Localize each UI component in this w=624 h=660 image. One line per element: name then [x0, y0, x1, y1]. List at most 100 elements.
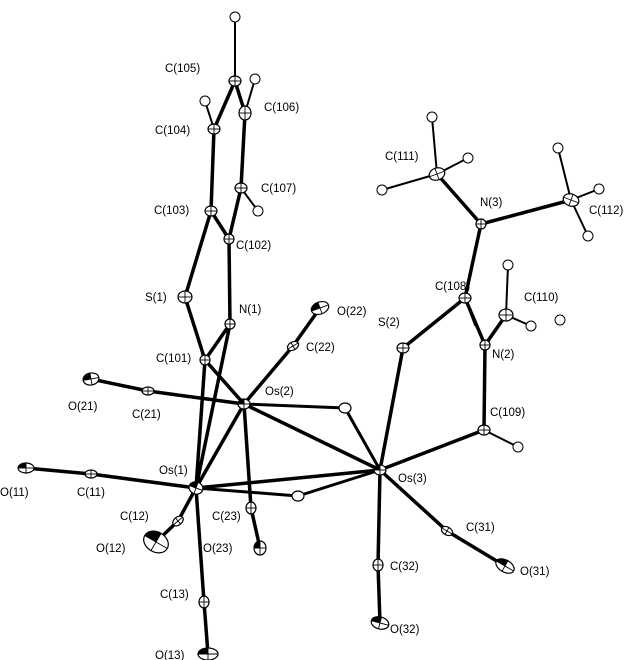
label-c12: C(12) — [120, 511, 149, 523]
bond-os2-c23 — [242, 402, 253, 510]
bond-os2-c21 — [146, 389, 246, 406]
bond-os3-s2 — [378, 346, 405, 472]
atom-c23 — [245, 501, 257, 515]
label-c21: C(21) — [132, 409, 161, 421]
label-c110: C(110) — [524, 292, 558, 304]
atom-o23 — [253, 540, 267, 556]
label-o12: O(12) — [96, 543, 126, 555]
hydrogen-atom — [376, 184, 388, 196]
bond-n1-c102 — [227, 237, 232, 326]
label-c106: C(106) — [264, 102, 299, 114]
atom-o31 — [495, 558, 515, 574]
bond-n3-c111 — [435, 172, 483, 226]
hydrogen-atom — [512, 441, 524, 453]
hydrogen-atom — [249, 73, 261, 85]
label-c112: C(112) — [589, 205, 623, 217]
hydrogen-atom — [593, 183, 605, 195]
bond-c21-o21 — [89, 377, 150, 393]
label-o22: O(22) — [337, 306, 367, 318]
hydrogen-atom — [582, 230, 594, 242]
label-c108: C(108) — [435, 281, 470, 293]
bond-c102-c107 — [227, 186, 243, 241]
atom-o22 — [310, 300, 330, 316]
bond-s1-c103 — [183, 209, 213, 299]
label-c104: C(104) — [155, 125, 190, 137]
hydrogen-atom — [525, 320, 537, 332]
hydrogen-atom — [199, 95, 211, 107]
hydrogen-atom — [252, 205, 264, 217]
bond-c32-o32 — [376, 563, 382, 625]
label-o23: O(23) — [203, 543, 233, 555]
atom-c106 — [238, 105, 252, 121]
bond-c31-o31 — [445, 529, 507, 568]
atom-s2 — [396, 342, 410, 354]
bond-os1-os2 — [194, 402, 246, 490]
bond-os3-c109 — [378, 428, 486, 472]
atom-os2 — [237, 398, 251, 410]
atom-c105 — [228, 75, 242, 87]
hydrogen-atom — [552, 142, 564, 154]
bond-os2-c22 — [242, 344, 295, 406]
atom-s1 — [177, 290, 193, 304]
atom-o32 — [370, 616, 390, 630]
atom-os3 — [373, 464, 387, 476]
atom-c111 — [428, 167, 446, 181]
label-os3: Os(3) — [398, 473, 427, 485]
label-c107: C(107) — [261, 183, 296, 195]
atom-c112 — [562, 193, 580, 207]
bond-n2-c109 — [482, 343, 487, 432]
label-c13: C(13) — [160, 589, 189, 601]
atom-c12 — [172, 515, 184, 527]
label-c102: C(102) — [236, 240, 271, 252]
label-n3: N(3) — [480, 197, 503, 209]
bond-c108-n2 — [463, 296, 487, 347]
bond-h2-os3 — [296, 468, 382, 498]
bond-os1-h2 — [194, 486, 300, 498]
atom-n3 — [475, 218, 487, 230]
atom-c32 — [372, 558, 384, 572]
bond-os2-c101 — [203, 358, 246, 406]
label-o32: O(32) — [390, 624, 420, 636]
hydrogen-atom — [554, 314, 566, 326]
atom-n2 — [479, 339, 491, 351]
atom-c110 — [498, 308, 514, 322]
label-s2: S(2) — [378, 317, 400, 329]
bond-os2-h1 — [242, 402, 347, 410]
bond-c13-o13 — [202, 600, 210, 656]
bond-c11-o11 — [24, 466, 93, 476]
label-c105: C(105) — [165, 63, 200, 75]
bond-os1-c101 — [194, 358, 207, 490]
bond-s2-c108 — [401, 296, 467, 350]
label-c101: C(101) — [156, 353, 191, 365]
label-c111: C(111) — [385, 151, 419, 163]
bond-c104-c105 — [212, 79, 237, 131]
hydrogen-bond — [381, 173, 438, 191]
bond-n3-c112 — [479, 198, 573, 226]
hydrogen-bond — [557, 147, 572, 201]
atom-o11 — [17, 462, 35, 474]
atom-c22 — [286, 340, 300, 352]
label-c32: C(32) — [390, 561, 419, 573]
bond-h1-os3 — [343, 406, 382, 472]
atom-h1 — [338, 402, 352, 414]
bond-os1-c13 — [194, 486, 206, 604]
hydrogen-atom — [502, 259, 514, 271]
hydrogen-atom — [229, 11, 241, 23]
bond-os1-c11 — [89, 472, 198, 490]
atom-o21 — [82, 372, 100, 386]
atom-c11 — [84, 469, 98, 479]
atom-c102 — [223, 233, 235, 245]
label-c23: C(23) — [212, 511, 241, 523]
atom-c31 — [440, 525, 454, 537]
atom-os1 — [188, 481, 204, 495]
atom-c21 — [141, 386, 155, 396]
atom-n1 — [224, 318, 236, 330]
hydrogen-layer — [199, 11, 605, 453]
atom-c108 — [458, 292, 472, 304]
bond-os3-c32 — [376, 468, 382, 567]
atom-c101 — [199, 354, 211, 366]
atom-layer — [17, 75, 580, 660]
bond-c103-c104 — [209, 127, 216, 213]
bond-layer — [24, 79, 573, 656]
